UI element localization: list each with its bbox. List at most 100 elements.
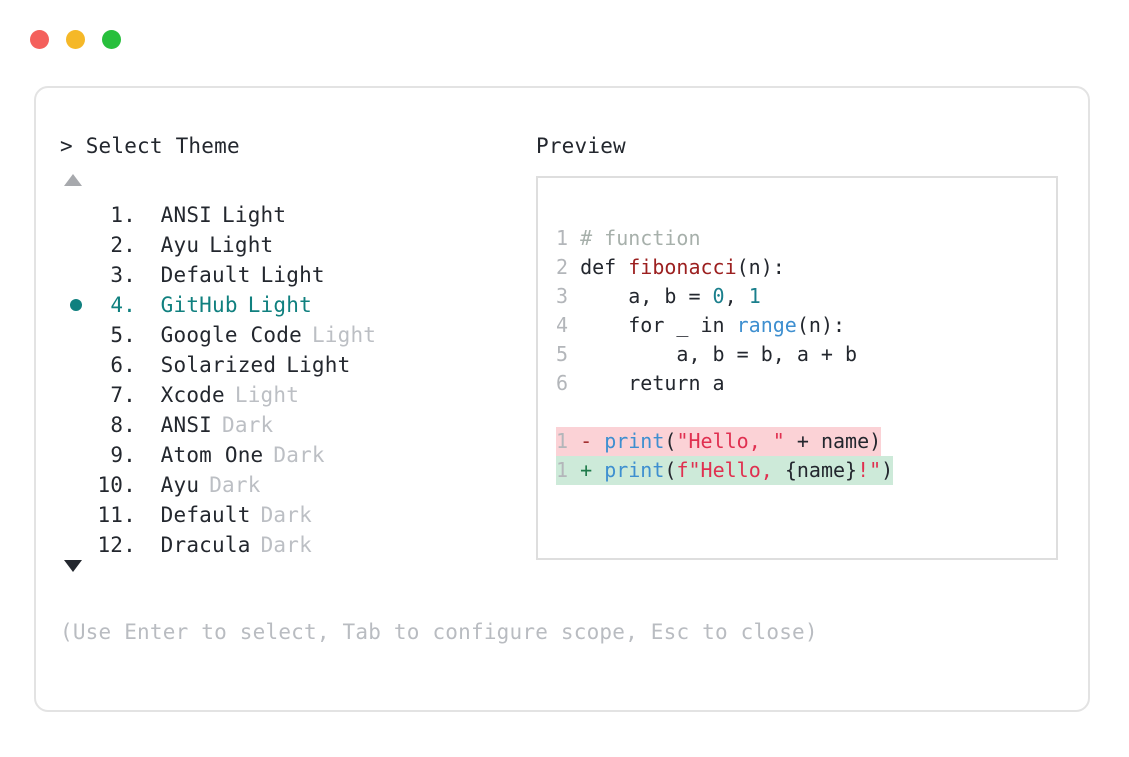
theme-item-index: 10. — [97, 473, 136, 497]
theme-list-item[interactable]: 10. Ayu Dark — [60, 470, 530, 500]
code-token: "Hello, " — [676, 429, 785, 453]
maximize-window-button[interactable] — [102, 30, 121, 49]
prompt-title-text: Select Theme — [85, 134, 240, 158]
theme-item-name: Default — [160, 503, 251, 527]
selection-bullet-cell — [60, 410, 92, 440]
code-token: !" — [857, 458, 882, 482]
code-token: 1 — [748, 284, 761, 308]
scroll-up-arrow-icon[interactable] — [64, 174, 82, 186]
code-token: range — [736, 313, 797, 337]
theme-item-variant: Light — [234, 383, 300, 407]
selection-bullet-cell — [60, 290, 92, 320]
diff-line-number: 1 — [556, 429, 581, 453]
selection-bullet-cell — [60, 200, 92, 230]
theme-item-name: Xcode — [160, 383, 225, 407]
code-line-number: 4 — [556, 313, 581, 337]
code-token: def — [580, 255, 629, 279]
theme-item-spacer — [136, 260, 161, 290]
theme-item-name: ANSI — [160, 413, 213, 437]
theme-item-index: 11. — [97, 503, 136, 527]
code-line-number: 5 — [556, 342, 581, 366]
theme-item-name: Google Code — [160, 323, 302, 347]
code-token: f"Hello, — [676, 458, 785, 482]
diff-sign: - — [580, 429, 605, 453]
selection-bullet-cell — [60, 320, 92, 350]
theme-item-spacer — [136, 500, 161, 530]
code-token: fibonacci — [628, 255, 737, 279]
code-line: 6 return a — [556, 369, 893, 398]
scroll-down-arrow-icon[interactable] — [64, 560, 82, 572]
theme-item-name: Ayu — [160, 473, 200, 497]
code-token: a, b = — [580, 284, 713, 308]
diff-row: 1 + print(f"Hello, {name}!") — [556, 456, 894, 485]
code-line-number: 2 — [556, 255, 581, 279]
theme-item-index: 2. — [110, 233, 136, 257]
prompt-title: > Select Theme — [60, 132, 530, 160]
theme-item-index: 6. — [110, 353, 136, 377]
minimize-window-button[interactable] — [66, 30, 85, 49]
theme-item-name: Ayu — [160, 233, 200, 257]
code-token: a, b = b, a + b — [580, 342, 858, 366]
theme-item-spacer — [136, 530, 161, 560]
theme-item-variant: Dark — [260, 503, 312, 527]
code-token: ( — [664, 429, 677, 453]
theme-item-variant: Light — [311, 323, 377, 347]
theme-item-spacer — [136, 290, 161, 320]
theme-list-item[interactable]: 7. Xcode Light — [60, 380, 530, 410]
diff-line-minus: 1 - print("Hello, " + name) — [556, 427, 882, 456]
theme-item-name: ANSI — [160, 203, 213, 227]
code-line: 4 for _ in range(n): — [556, 311, 893, 340]
theme-item-name: Default — [160, 263, 251, 287]
theme-item-spacer — [136, 470, 161, 500]
selection-bullet-cell — [60, 380, 92, 410]
theme-item-variant: Dark — [273, 443, 325, 467]
theme-item-name: Dracula — [160, 533, 251, 557]
theme-list-item[interactable]: 11. Default Dark — [60, 500, 530, 530]
code-token: ) — [881, 458, 894, 482]
selection-bullet-cell — [60, 230, 92, 260]
theme-item-index: 12. — [97, 533, 136, 557]
code-token: return a — [580, 371, 725, 395]
selection-bullet-cell — [60, 440, 92, 470]
window-traffic-lights — [30, 30, 121, 49]
code-line: 3 a, b = 0, 1 — [556, 282, 893, 311]
code-line-number: 3 — [556, 284, 581, 308]
theme-item-variant: Dark — [209, 473, 261, 497]
selection-bullet-cell — [60, 260, 92, 290]
theme-item-spacer — [136, 350, 161, 380]
preview-panel-header: Preview — [536, 132, 1066, 160]
code-token: 0 — [712, 284, 725, 308]
diff-sign: + — [580, 458, 605, 482]
theme-item-variant: Light — [247, 293, 312, 317]
keyboard-hint: (Use Enter to select, Tab to configure s… — [60, 620, 818, 644]
selected-bullet-icon — [70, 299, 82, 311]
theme-item-spacer — [136, 200, 161, 230]
code-line: 1 # function — [556, 224, 893, 253]
theme-item-spacer — [136, 440, 161, 470]
diff-line-number: 1 — [556, 458, 581, 482]
theme-item-spacer — [136, 320, 161, 350]
close-window-button[interactable] — [30, 30, 49, 49]
code-token: print — [604, 458, 665, 482]
theme-item-index: 3. — [110, 263, 136, 287]
code-token: ( — [664, 458, 677, 482]
code-token: {name} — [784, 458, 858, 482]
theme-item-index: 7. — [110, 383, 136, 407]
code-token: , — [724, 284, 749, 308]
code-token: + name) — [784, 429, 882, 453]
